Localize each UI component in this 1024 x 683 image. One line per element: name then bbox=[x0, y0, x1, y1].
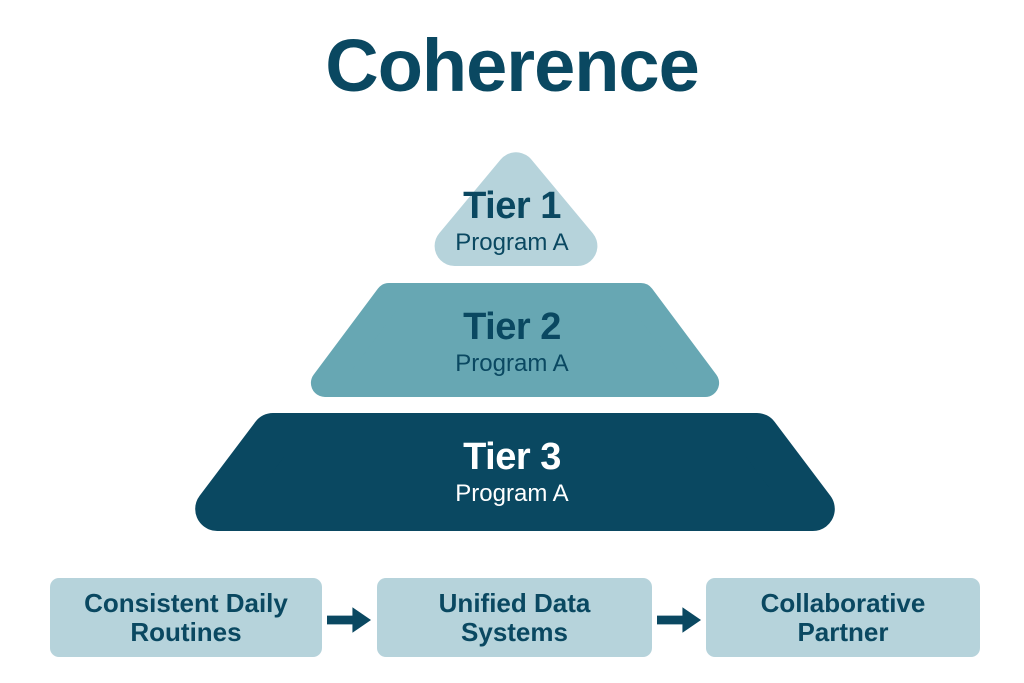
tier-1-name: Tier 1 bbox=[463, 185, 561, 227]
arrow-right-icon bbox=[657, 607, 702, 633]
flow-box-line2: Routines bbox=[130, 616, 242, 647]
flow-box-line1: Collaborative bbox=[760, 587, 926, 618]
tier-2-name: Tier 2 bbox=[463, 306, 561, 348]
tier-3-label: Tier 3 Program A bbox=[0, 437, 1024, 507]
diagram-title: Coherence bbox=[325, 24, 699, 107]
flow-box-line2: Partner bbox=[797, 616, 889, 647]
flow-box-line2: Systems bbox=[461, 616, 568, 647]
tier-3-name: Tier 3 bbox=[463, 436, 561, 478]
tier-1-label: Tier 1 Program A bbox=[0, 186, 1024, 256]
arrow-right-icon bbox=[327, 607, 372, 633]
tier-1-shape bbox=[434, 152, 598, 266]
tier-3-shape bbox=[195, 413, 835, 531]
tier-2-program: Program A bbox=[455, 350, 569, 377]
tier-3-program: Program A bbox=[455, 480, 569, 507]
tier-1-program: Program A bbox=[455, 229, 569, 256]
flow-box-line1: Consistent Daily bbox=[84, 587, 288, 618]
tier-2-label: Tier 2 Program A bbox=[0, 307, 1024, 377]
tier-2-shape bbox=[310, 283, 720, 397]
flow-box-line1: Unified Data bbox=[438, 587, 591, 618]
